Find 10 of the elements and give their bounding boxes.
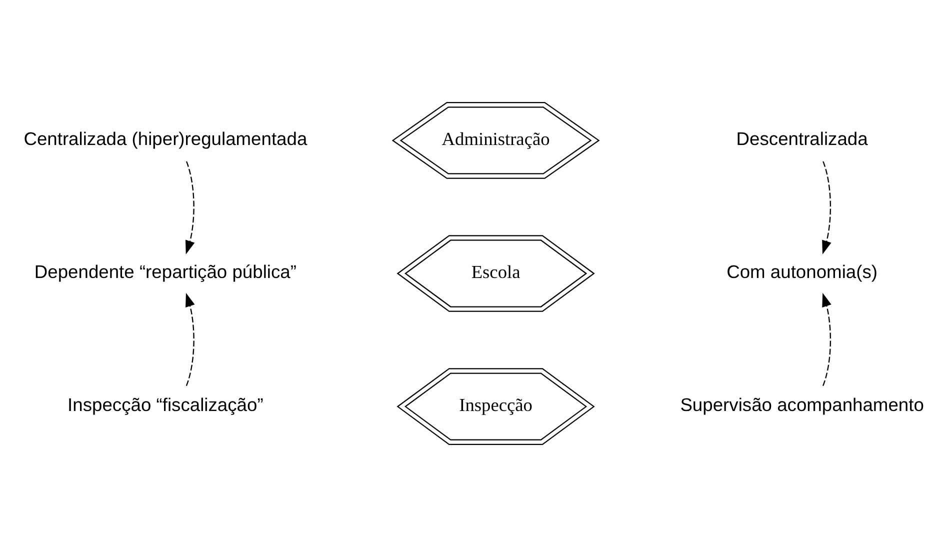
arrow xyxy=(186,292,195,386)
arrow xyxy=(185,160,195,254)
arrow xyxy=(822,160,832,254)
node-text: Dependente “repartição pública” xyxy=(34,260,296,282)
node-text: Inspecção “fiscalização” xyxy=(68,393,264,414)
node-text: Descentralizada xyxy=(736,127,868,148)
node-text: Com autonomia(s) xyxy=(726,260,878,282)
node-text: Supervisão acompanhamento xyxy=(680,393,924,414)
node-text: Centralizada (hiper)regulamentada xyxy=(24,127,308,148)
arrow xyxy=(822,292,832,386)
